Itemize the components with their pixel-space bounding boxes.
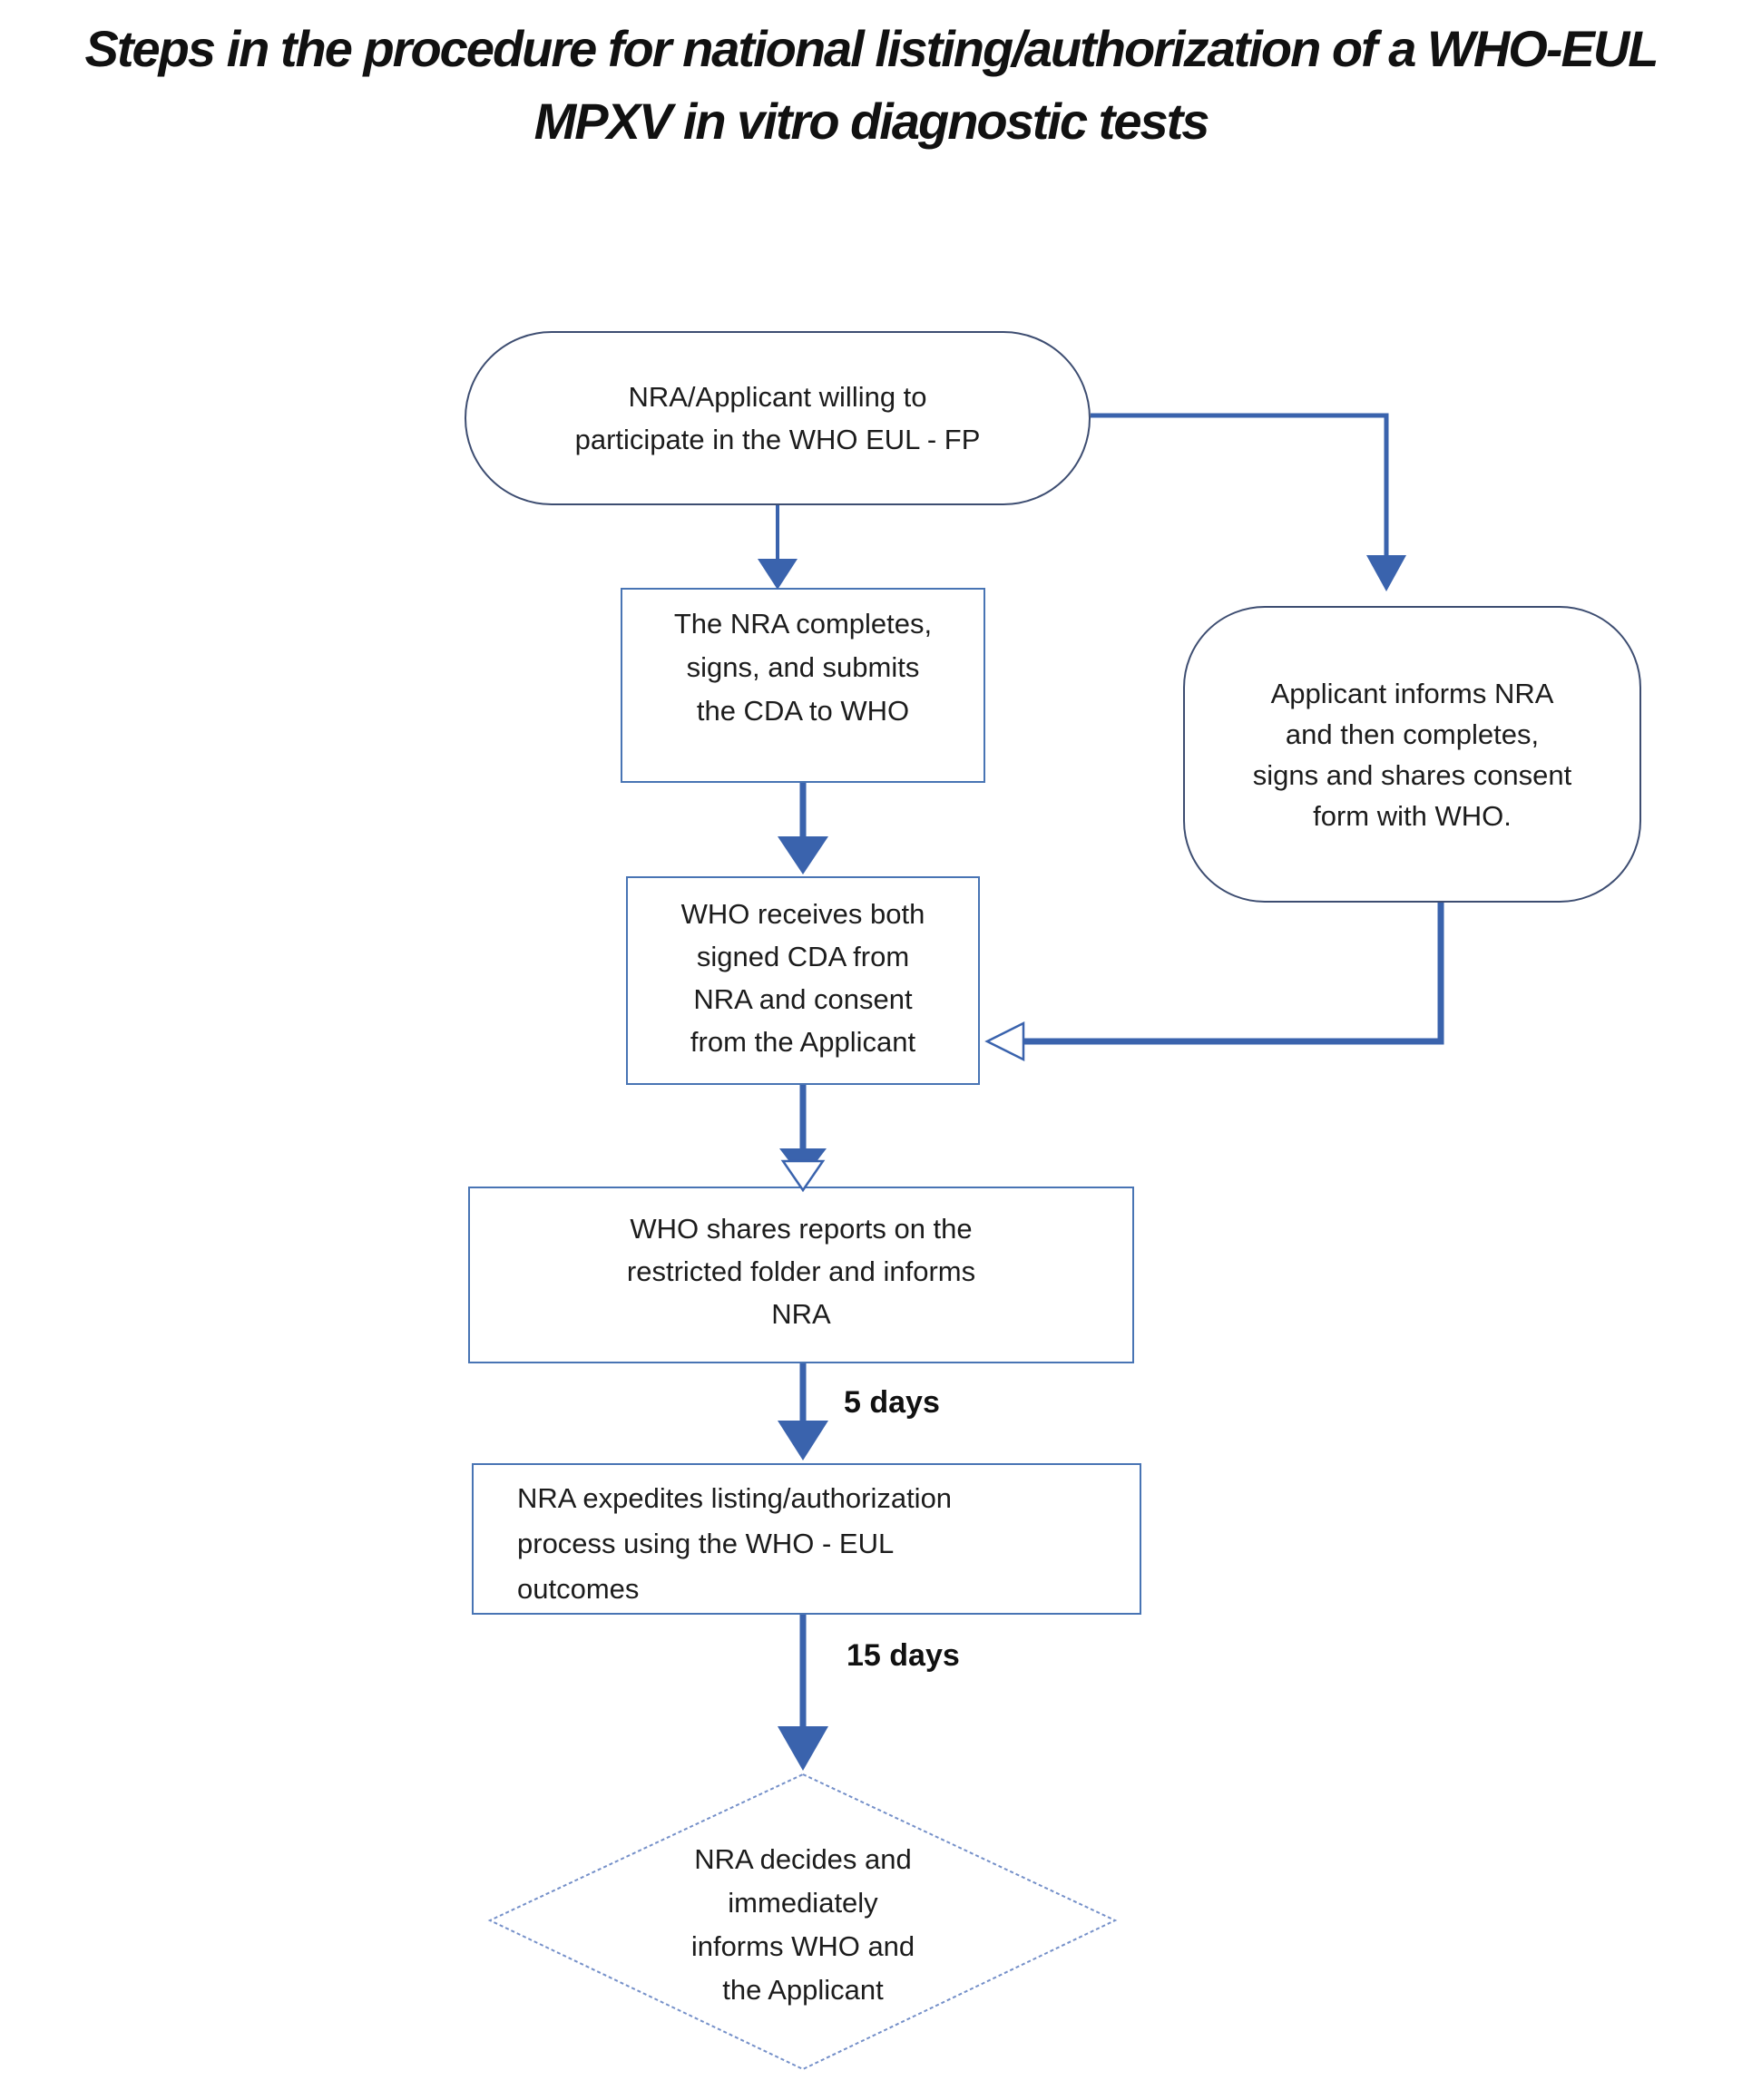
node-applicant-consent: Applicant informs NRA and then completes… (1183, 606, 1641, 903)
node-who-receives: WHO receives both signed CDA from NRA an… (626, 876, 980, 1085)
node-nra-completes-cda-text: The NRA completes, signs, and submits th… (673, 608, 933, 727)
node-nra-expedites-text: NRA expedites listing/authorization proc… (517, 1482, 953, 1605)
node-nra-expedites: NRA expedites listing/authorization proc… (472, 1463, 1141, 1615)
node-nra-decides-text: NRA decides and immediately informs WHO … (690, 1843, 915, 2006)
node-applicant-consent-text: Applicant informs NRA and then completes… (1252, 677, 1572, 832)
node-who-shares-reports: WHO shares reports on the restricted fol… (468, 1187, 1134, 1363)
node-nra-completes-cda: The NRA completes, signs, and submits th… (621, 588, 985, 783)
page-title: Steps in the procedure for national list… (84, 20, 1659, 150)
node-start-text: NRA/Applicant willing to participate in … (574, 381, 981, 455)
node-who-receives-text: WHO receives both signed CDA from NRA an… (680, 898, 925, 1058)
arrow-shares-to-expedites (778, 1363, 828, 1460)
connector-consent-to-receives (984, 903, 1444, 1062)
node-start-stadium: NRA/Applicant willing to participate in … (465, 331, 1091, 505)
arrow-cda-to-receives (778, 783, 828, 874)
connector-start-to-consent (1091, 413, 1406, 591)
arrow-start-to-cda (758, 505, 798, 590)
label-15-days: 15 days (847, 1638, 960, 1673)
label-5-days: 5 days (844, 1385, 940, 1420)
node-who-shares-reports-text: WHO shares reports on the restricted fol… (626, 1213, 976, 1330)
arrow-expedites-to-decides (778, 1615, 828, 1771)
arrow-receives-to-shares (779, 1085, 827, 1193)
